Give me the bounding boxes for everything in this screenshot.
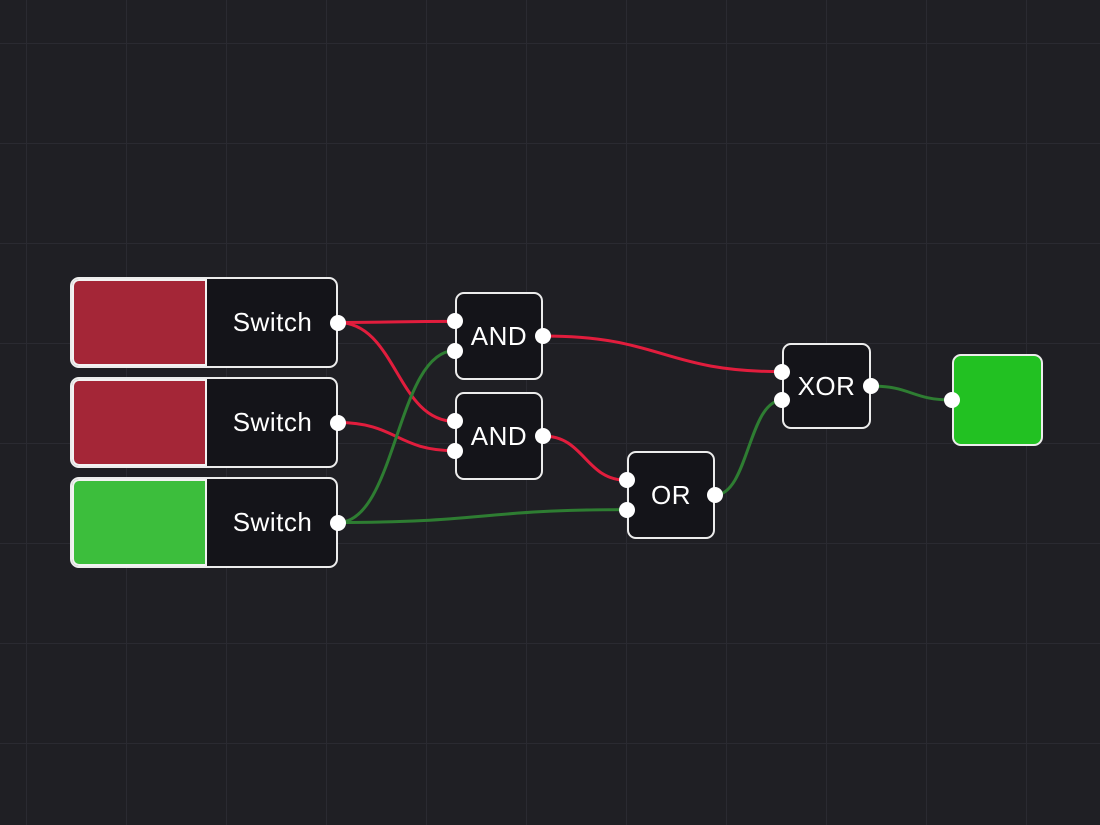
- input-port-2[interactable]: [447, 442, 463, 459]
- node-label: Switch: [232, 407, 313, 437]
- node-label: OR: [651, 479, 691, 510]
- switch-toggle-switch-2[interactable]: [72, 379, 207, 466]
- node-label: AND: [470, 320, 528, 351]
- output-port[interactable]: [863, 378, 879, 394]
- wire-switch-1-to-and-2[interactable]: [336, 321, 457, 423]
- input-port-1[interactable]: [619, 472, 635, 489]
- input-port-2[interactable]: [774, 392, 790, 409]
- node-and-1[interactable]: AND: [447, 292, 551, 380]
- wire-switch-3-to-and-1[interactable]: [336, 349, 457, 524]
- input-port[interactable]: [944, 392, 960, 408]
- switch-toggle-switch-1[interactable]: [72, 279, 207, 366]
- switch-toggle-switch-3[interactable]: [72, 479, 207, 566]
- node-label: AND: [470, 420, 528, 451]
- node-lamp-output[interactable]: [944, 354, 1043, 446]
- wire-xor-1-to-lamp-1[interactable]: [869, 384, 954, 402]
- node-label: Switch: [232, 307, 313, 337]
- input-port-2[interactable]: [619, 501, 635, 518]
- output-port[interactable]: [535, 428, 551, 444]
- node-and-2[interactable]: AND: [447, 392, 551, 480]
- output-port[interactable]: [535, 328, 551, 344]
- wire-and-1-to-xor-1[interactable]: [541, 334, 784, 374]
- node-or-1[interactable]: OR: [619, 451, 723, 539]
- input-port-1[interactable]: [774, 363, 790, 380]
- output-port[interactable]: [707, 487, 723, 503]
- node-label: Switch: [232, 507, 313, 537]
- input-port-1[interactable]: [447, 413, 463, 430]
- wire-switch-3-to-or-1[interactable]: [336, 508, 629, 524]
- input-port-2[interactable]: [447, 342, 463, 359]
- node-label: XOR: [797, 370, 856, 401]
- node-switch-3[interactable]: Switch: [70, 477, 346, 568]
- node-switch-1[interactable]: Switch: [70, 277, 346, 368]
- wire-and-2-to-or-1[interactable]: [541, 434, 629, 482]
- wire-switch-1-to-and-1[interactable]: [336, 319, 457, 324]
- node-xor-1[interactable]: XOR: [774, 343, 879, 429]
- output-port[interactable]: [330, 314, 346, 331]
- node-switch-2[interactable]: Switch: [70, 377, 346, 468]
- input-port-1[interactable]: [447, 313, 463, 330]
- wire-or-1-to-xor-1[interactable]: [713, 398, 784, 497]
- output-port[interactable]: [330, 414, 346, 431]
- output-port[interactable]: [330, 514, 346, 531]
